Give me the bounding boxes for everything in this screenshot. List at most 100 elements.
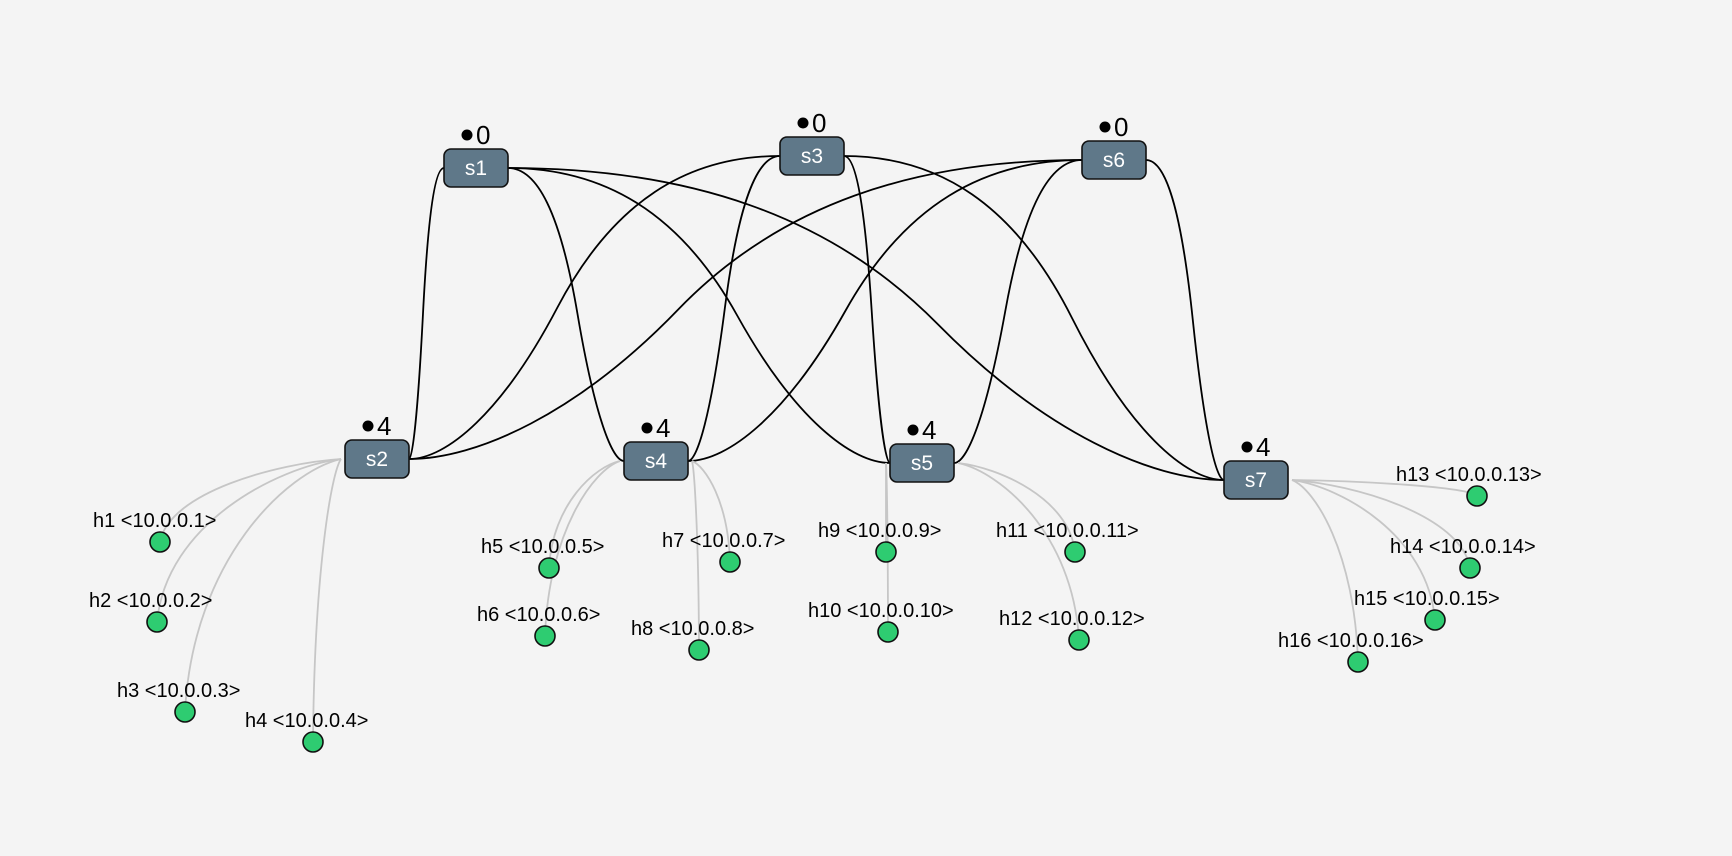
switch-label: s4 [645, 450, 668, 473]
host-h5[interactable]: h5 <10.0.0.5> [481, 536, 604, 579]
switch-s6[interactable]: s60 [1081, 112, 1147, 180]
link-s6-s4 [687, 159, 1083, 462]
link-s1-s5 [507, 167, 891, 464]
host-h14[interactable]: h14 <10.0.0.14> [1390, 536, 1536, 579]
switch-count-badge: 4 [1256, 432, 1270, 462]
switch-box[interactable] [443, 148, 509, 188]
host-node-icon[interactable] [877, 621, 899, 643]
host-h3[interactable]: h3 <10.0.0.3> [117, 680, 240, 723]
host-h11[interactable]: h11 <10.0.0.11> [996, 520, 1139, 563]
host-label: h13 <10.0.0.13> [1396, 464, 1542, 486]
link-s5-h12 [957, 462, 1080, 641]
host-h4[interactable]: h4 <10.0.0.4> [245, 710, 368, 753]
host-node-icon[interactable] [875, 541, 897, 563]
switch-label: s1 [465, 157, 487, 180]
link-s2-h2 [156, 458, 342, 623]
switch-s2[interactable]: s24 [344, 411, 410, 479]
link-s5-h10 [885, 462, 889, 633]
switch-s1[interactable]: s10 [443, 120, 509, 188]
link-s2-h1 [159, 458, 342, 543]
host-node-icon[interactable] [719, 551, 741, 573]
switch-s7[interactable]: s74 [1223, 432, 1289, 500]
switch-s3[interactable]: s30 [779, 108, 845, 176]
host-label: h11 <10.0.0.11> [996, 520, 1139, 542]
host-label: h12 <10.0.0.12> [999, 608, 1145, 630]
link-s3-s5 [843, 155, 891, 464]
switch-box[interactable] [889, 443, 955, 483]
link-s6-s5 [953, 159, 1083, 464]
host-node-icon[interactable] [1068, 629, 1090, 651]
status-dot-icon [362, 420, 374, 432]
link-s5-h11 [957, 462, 1076, 553]
status-dot-icon [461, 129, 473, 141]
host-label: h1 <10.0.0.1> [93, 510, 216, 532]
host-node-icon[interactable] [1347, 651, 1369, 673]
host-h2[interactable]: h2 <10.0.0.2> [89, 590, 212, 633]
host-node-icon[interactable] [1424, 609, 1446, 631]
link-s3-s7 [843, 155, 1225, 481]
host-h7[interactable]: h7 <10.0.0.7> [662, 530, 785, 573]
host-label: h8 <10.0.0.8> [631, 618, 754, 640]
host-label: h2 <10.0.0.2> [89, 590, 212, 612]
host-h16[interactable]: h16 <10.0.0.16> [1278, 630, 1424, 673]
host-label: h15 <10.0.0.15> [1354, 588, 1500, 610]
host-label: h6 <10.0.0.6> [477, 604, 600, 626]
host-h1[interactable]: h1 <10.0.0.1> [93, 510, 216, 553]
link-s4-h7 [691, 460, 731, 563]
switch-s5[interactable]: s54 [889, 415, 955, 483]
host-h12[interactable]: h12 <10.0.0.12> [999, 608, 1145, 651]
switch-box[interactable] [1081, 140, 1147, 180]
host-label: h10 <10.0.0.10> [808, 600, 954, 622]
link-s7-h15 [1291, 479, 1436, 621]
link-s1-s7 [507, 167, 1225, 481]
host-node-icon[interactable] [688, 639, 710, 661]
host-node-icon[interactable] [149, 531, 171, 553]
host-h6[interactable]: h6 <10.0.0.6> [477, 604, 600, 647]
link-s1-s4 [507, 167, 625, 462]
switch-count-badge: 4 [656, 413, 670, 443]
host-node-icon[interactable] [302, 731, 324, 753]
status-dot-icon [1241, 441, 1253, 453]
link-s2-h4 [312, 458, 342, 743]
link-s4-h6 [544, 460, 621, 637]
switch-links [408, 155, 1225, 481]
switch-count-badge: 0 [1114, 112, 1128, 142]
switch-label: s5 [911, 452, 933, 475]
switch-box[interactable] [344, 439, 410, 479]
host-node-icon[interactable] [1064, 541, 1086, 563]
switch-label: s3 [801, 145, 823, 168]
link-s1-s2 [408, 167, 445, 460]
host-label: h3 <10.0.0.3> [117, 680, 240, 702]
host-h9[interactable]: h9 <10.0.0.9> [818, 520, 941, 563]
switch-s4[interactable]: s44 [623, 413, 689, 481]
link-s6-s2 [408, 159, 1083, 460]
link-s7-h14 [1291, 479, 1471, 569]
host-h13[interactable]: h13 <10.0.0.13> [1396, 464, 1542, 507]
link-s4-h8 [691, 460, 700, 651]
host-node-icon[interactable] [1466, 485, 1488, 507]
switch-box[interactable] [779, 136, 845, 176]
host-node-icon[interactable] [174, 701, 196, 723]
switch-label: s7 [1245, 469, 1267, 492]
link-s4-h5 [548, 460, 621, 569]
host-node-icon[interactable] [534, 625, 556, 647]
link-s2-h3 [184, 458, 342, 713]
host-label: h7 <10.0.0.7> [662, 530, 785, 552]
host-node-icon[interactable] [538, 557, 560, 579]
host-label: h9 <10.0.0.9> [818, 520, 941, 542]
switch-box[interactable] [1223, 460, 1289, 500]
switch-box[interactable] [623, 441, 689, 481]
switch-count-badge: 4 [922, 415, 936, 445]
host-node-icon[interactable] [1459, 557, 1481, 579]
host-h15[interactable]: h15 <10.0.0.15> [1354, 588, 1500, 631]
host-node-icon[interactable] [146, 611, 168, 633]
switch-count-badge: 0 [812, 108, 826, 138]
host-links [156, 458, 1478, 743]
status-dot-icon [1099, 121, 1111, 133]
host-h10[interactable]: h10 <10.0.0.10> [808, 600, 954, 643]
host-label: h5 <10.0.0.5> [481, 536, 604, 558]
host-h8[interactable]: h8 <10.0.0.8> [631, 618, 754, 661]
